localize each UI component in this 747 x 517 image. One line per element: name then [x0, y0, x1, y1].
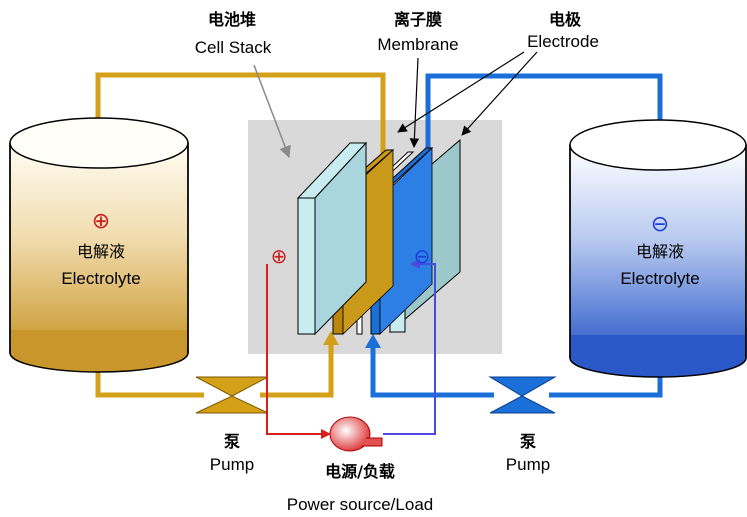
blue-wire-arrow-left-icon: [410, 259, 420, 269]
right-pump-label-zh: 泵: [519, 432, 536, 451]
left-pump-label-zh: 泵: [223, 432, 240, 451]
negative-terminal-sign: ⊖: [414, 244, 431, 268]
load-label-en: Power source/Load: [287, 495, 433, 514]
electrode-pointer-2: [461, 51, 538, 136]
electrode-label-zh: 电极: [549, 10, 582, 29]
membrane-pointer: [409, 57, 420, 148]
left-tank-label-en: Electrolyte: [61, 269, 140, 288]
blue-arrow-up-icon: [365, 334, 381, 348]
left-tank-sign: ⊕: [92, 209, 110, 234]
right-tank-label-zh: 电解液: [636, 242, 684, 261]
cell-stack-label-en: Cell Stack: [195, 38, 272, 57]
electrode-pointer-1: [397, 51, 525, 133]
membrane-label-zh: 离子膜: [394, 10, 442, 29]
membrane-label-en: Membrane: [377, 35, 458, 54]
right-tank-sign: ⊖: [651, 212, 669, 237]
right-pump-icon: [488, 376, 557, 414]
cell-stack-pointer: [253, 64, 291, 159]
electrode-label-en: Electrode: [527, 32, 599, 51]
right-tank: [569, 119, 747, 378]
positive-wire: [266, 264, 323, 435]
left-tank: [9, 117, 189, 373]
left-pump-label-en: Pump: [210, 455, 254, 474]
left-tank-label-zh: 电解液: [77, 242, 125, 261]
cell-stack-label-zh: 电池堆: [208, 10, 256, 29]
right-tank-label-en: Electrolyte: [620, 269, 699, 288]
left-pump-icon: [195, 376, 269, 414]
cell-stack: [296, 138, 461, 336]
red-arrow-right-icon: [321, 429, 331, 439]
gold-arrow-up-icon: [323, 331, 339, 345]
negative-wire: [383, 263, 436, 435]
right-pump-label-en: Pump: [506, 455, 550, 474]
positive-terminal-sign: ⊕: [271, 244, 288, 268]
load-label-zh: 电源/负载: [325, 462, 395, 481]
load-icon: [329, 416, 383, 452]
